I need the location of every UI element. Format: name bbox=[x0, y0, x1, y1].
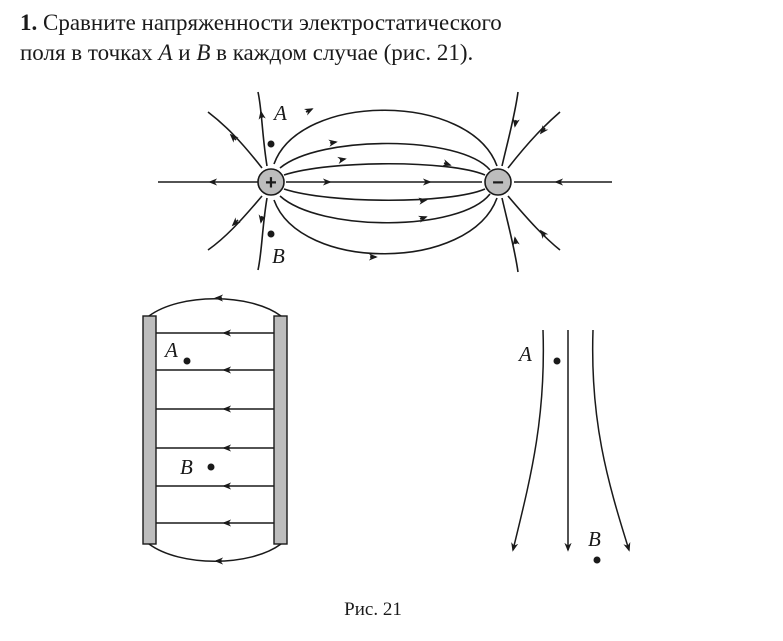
dipole-line-upper-1 bbox=[283, 163, 486, 176]
diverging-label-b: B bbox=[588, 527, 601, 551]
positive-charge bbox=[257, 168, 285, 196]
problem-line-1: 1. Сравните напряженности электростатиче… bbox=[20, 8, 770, 38]
plates-fringe-top bbox=[148, 298, 282, 317]
figure-caption: Рис. 21 bbox=[344, 599, 402, 620]
dipole-minus-in-lr-arrow bbox=[539, 229, 549, 239]
negative-charge bbox=[484, 168, 512, 196]
dipole-line-upper-2 bbox=[279, 142, 491, 171]
dipole-plus-out-u-arrow bbox=[258, 110, 266, 120]
left-plate bbox=[142, 315, 157, 545]
diverging-line-right bbox=[591, 329, 631, 552]
dipole-line-lower-2 bbox=[279, 193, 491, 224]
dipole-plus-out-ul-arrow bbox=[229, 133, 239, 143]
dipole-line-upper-1-arrow bbox=[337, 156, 347, 164]
problem-text: 1. Сравните напряженности электростатиче… bbox=[20, 8, 770, 68]
dipole-field bbox=[158, 91, 612, 273]
dipole-point-a bbox=[267, 140, 275, 148]
diverging-point-b bbox=[593, 556, 601, 564]
problem-line2-start: поля в точках bbox=[20, 40, 159, 65]
dipole-point-b bbox=[267, 230, 275, 238]
positive-charge-sign: + bbox=[265, 172, 277, 194]
diverging-field bbox=[511, 329, 631, 552]
point-a-ref: A bbox=[158, 40, 173, 65]
dipole-minus-in-d bbox=[501, 197, 519, 273]
dipole-minus-in-ur bbox=[507, 111, 561, 169]
plates-field: A B bbox=[142, 294, 288, 565]
plates-point-b bbox=[207, 463, 215, 471]
dipole-plus-out-u bbox=[257, 91, 268, 167]
dipole-line-lower-1 bbox=[283, 188, 486, 202]
diverging-point-a bbox=[553, 357, 561, 365]
plates-fringe-bottom bbox=[148, 543, 282, 562]
point-b-ref: B bbox=[196, 40, 211, 65]
dipole-plus-out-ll bbox=[207, 195, 263, 251]
dipole-plus-out-d-arrow bbox=[258, 214, 266, 224]
dipole-minus-in-d-arrow bbox=[512, 236, 520, 246]
negative-charge-sign: − bbox=[492, 172, 504, 194]
dipole-minus-in-lr bbox=[507, 195, 561, 251]
dipole-plus-out-d bbox=[257, 197, 268, 271]
problem-line1-text: Сравните напряженности электростатическо… bbox=[43, 10, 502, 35]
dipole-line-upper-3-arrow bbox=[303, 108, 314, 116]
dipole-line-lower-2-arrow bbox=[418, 215, 428, 223]
dipole-line-lower-1-arrow bbox=[418, 197, 428, 205]
diverging-label-a: A bbox=[517, 342, 532, 366]
dipole-line-upper-1-arrow-b bbox=[442, 159, 452, 167]
problem-line-2: поля в точках A и B в каждом случае (рис… bbox=[20, 38, 770, 68]
dipole-line-lower-3 bbox=[273, 197, 498, 255]
plates-label-a: A bbox=[163, 338, 178, 362]
problem-line2-end: в каждом случае (рис. 21). bbox=[210, 40, 474, 65]
dipole-label-a: A bbox=[272, 101, 287, 125]
dipole-minus-in-ur-arrow bbox=[539, 125, 549, 135]
dipole-line-upper-3 bbox=[273, 109, 498, 167]
dipole-plus-out-ll-arrow bbox=[231, 217, 241, 227]
plates-label-b: B bbox=[180, 455, 193, 479]
right-plate bbox=[273, 315, 288, 545]
dipole-line-upper-2-arrow bbox=[328, 139, 338, 147]
dipole-minus-in-u-arrow bbox=[512, 118, 520, 128]
dipole-minus-in-u bbox=[501, 91, 519, 167]
plates-point-a bbox=[183, 357, 191, 365]
problem-conj: и bbox=[172, 40, 197, 65]
dipole-label-b: B bbox=[272, 244, 285, 268]
problem-number: 1. bbox=[20, 10, 38, 35]
diverging-line-left bbox=[511, 329, 545, 552]
